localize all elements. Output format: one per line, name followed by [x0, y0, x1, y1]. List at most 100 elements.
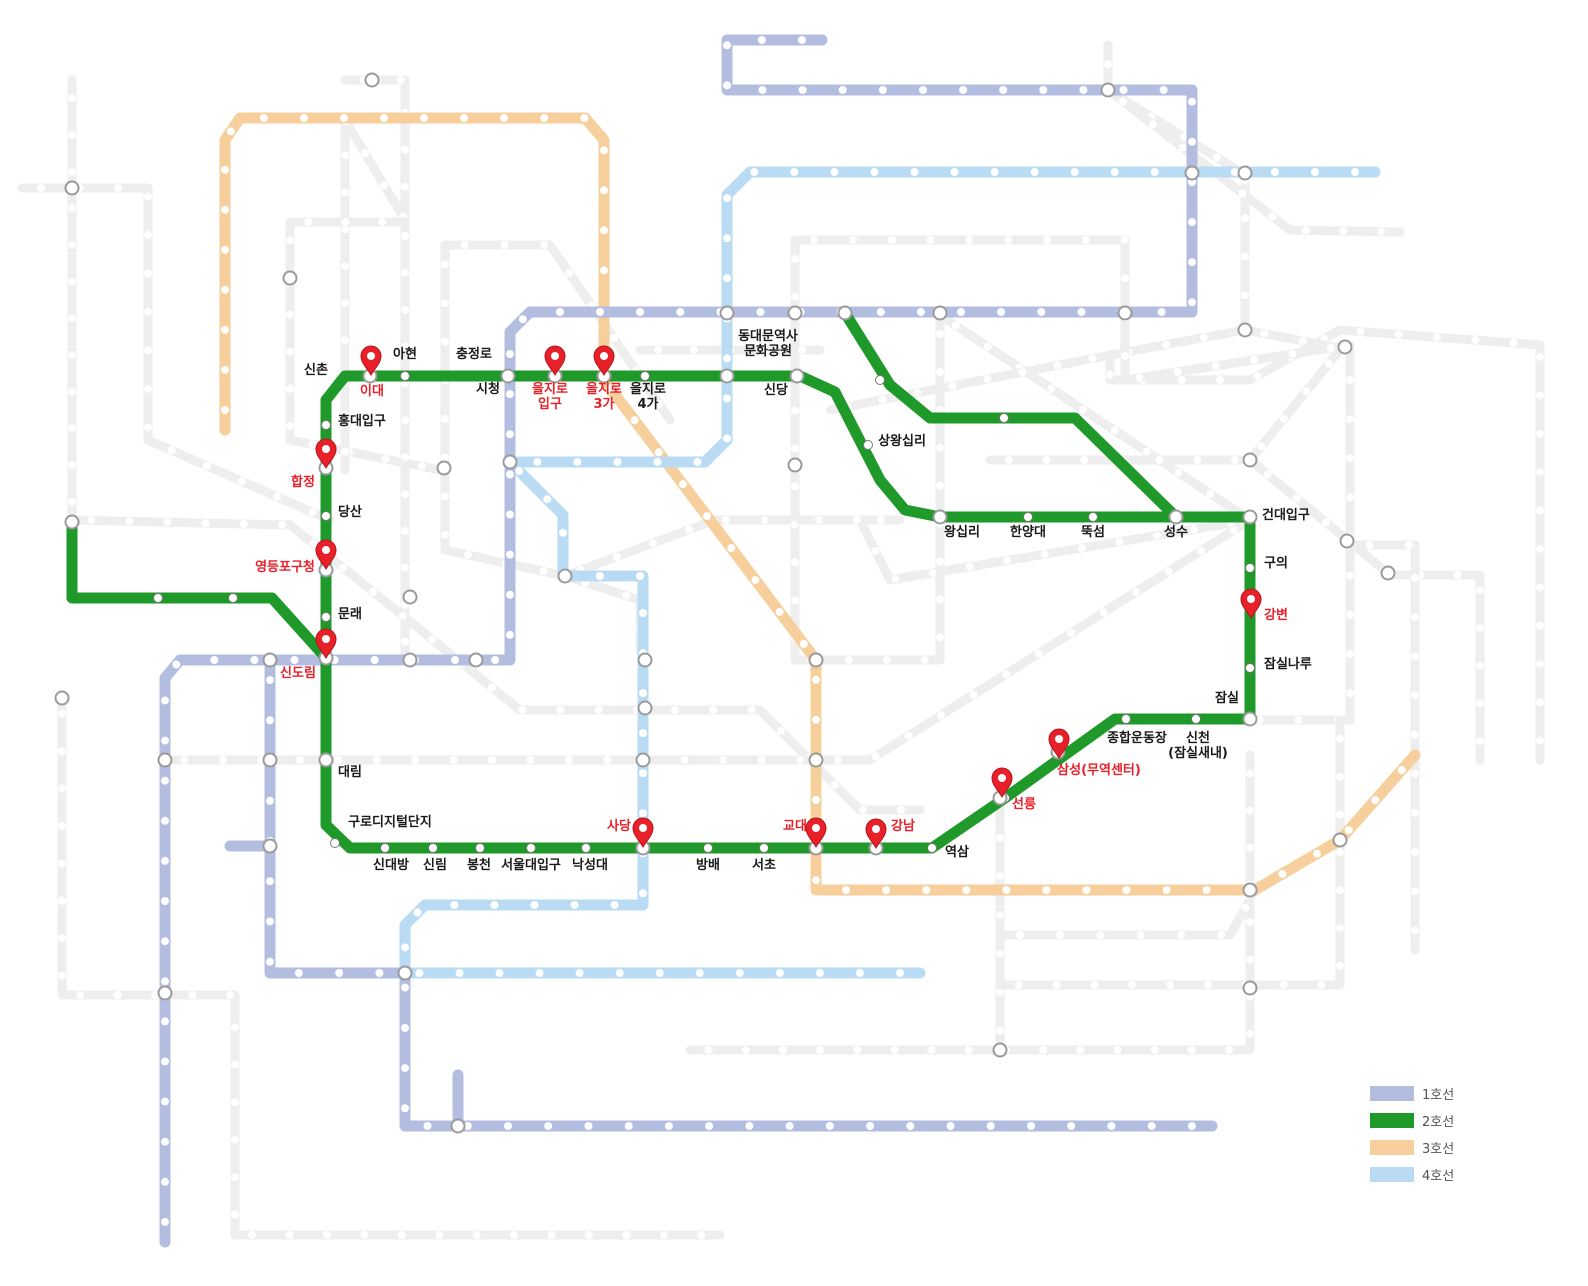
map-pin-icon[interactable]	[805, 817, 827, 849]
station-dot	[878, 86, 887, 94]
station-label-konkuk[interactable]: 건대입구	[1262, 507, 1310, 523]
map-pin-icon[interactable]	[632, 817, 654, 849]
station-label-sindorim[interactable]: 신도림	[280, 666, 316, 681]
station-label-ttukseom[interactable]: 뚝섬	[1081, 525, 1105, 540]
station-dot	[1536, 468, 1544, 477]
station-dot	[250, 656, 259, 664]
station-label-mullae[interactable]: 문래	[338, 607, 362, 622]
station-dot	[490, 901, 499, 909]
station-dot	[1082, 886, 1091, 894]
map-pin-icon[interactable]	[315, 628, 337, 660]
station-dot	[1080, 456, 1089, 464]
transfer-station-marker	[1337, 339, 1353, 355]
map-pin-icon[interactable]	[991, 767, 1013, 799]
station-label-bangbae[interactable]: 방배	[696, 857, 720, 873]
station-dot	[161, 856, 169, 865]
station-dot	[441, 414, 449, 423]
station-dot	[858, 806, 867, 814]
map-pin-icon[interactable]	[593, 345, 615, 377]
legend-swatch-line-2	[1370, 1113, 1414, 1128]
station-dot	[449, 756, 458, 764]
line-2-station-dot	[380, 843, 390, 853]
station-dot	[1077, 308, 1086, 316]
station-dot	[664, 1122, 673, 1130]
station-dot	[420, 114, 428, 122]
station-label-sindang[interactable]: 신당	[764, 382, 788, 398]
station-dot	[1346, 493, 1354, 502]
station-dot	[659, 1231, 668, 1239]
station-label-hongik[interactable]: 홍대입구	[338, 413, 386, 429]
station-label-sports[interactable]: 종합운동장	[1107, 730, 1167, 746]
station-dot	[530, 901, 539, 909]
station-dot	[1411, 573, 1419, 582]
station-dot	[965, 236, 974, 244]
station-dot	[401, 1023, 409, 1032]
map-pin-icon[interactable]	[1240, 588, 1262, 620]
map-pin-icon[interactable]	[315, 438, 337, 470]
transfer-station-marker	[635, 752, 651, 768]
station-label-ydp[interactable]: 영등포구청	[255, 559, 315, 575]
station-label-sillim[interactable]: 신림	[423, 858, 447, 873]
station-label-ewha[interactable]: 이대	[360, 383, 384, 399]
station-dot	[966, 562, 974, 571]
map-pin-icon[interactable]	[544, 345, 566, 377]
station-label-daerim[interactable]: 대림	[338, 765, 362, 780]
line-2-station-dot	[153, 593, 163, 603]
station-label-jamsillaru[interactable]: 잠실나루	[1264, 656, 1312, 672]
station-label-snu[interactable]: 서울대입구	[501, 857, 561, 873]
map-pin-icon[interactable]	[315, 539, 337, 571]
station-label-dangsan[interactable]: 당산	[338, 504, 362, 520]
map-pin-icon[interactable]	[865, 818, 887, 850]
station-dot	[983, 342, 992, 351]
station-dot	[506, 510, 514, 519]
station-dot	[286, 384, 294, 393]
station-label-samseong[interactable]: 삼성(무역센터)	[1057, 762, 1141, 778]
station-label-sindaebang[interactable]: 신대방	[373, 857, 409, 873]
station-dot	[838, 86, 847, 94]
station-dot	[1536, 621, 1544, 630]
legend-label: 3호선	[1422, 1142, 1455, 1157]
station-label-sangwangsimni[interactable]: 상왕십리	[878, 433, 926, 449]
station-dot	[1039, 86, 1048, 94]
station-dot	[68, 167, 76, 176]
station-dot	[161, 1217, 169, 1226]
station-dot	[1179, 133, 1188, 142]
station-label-sinchon[interactable]: 신촌	[304, 363, 328, 378]
station-label-ahyeon[interactable]: 아현	[393, 346, 417, 362]
station-dot	[401, 268, 409, 277]
station-label-guro[interactable]: 구로디지털단지	[348, 814, 432, 830]
station-label-bongcheon[interactable]: 봉천	[467, 858, 491, 873]
station-label-sadang[interactable]: 사당	[607, 818, 631, 834]
station-label-sincheon[interactable]: 신천(잠실새내)	[1168, 731, 1228, 761]
station-label-yeoksam[interactable]: 역삼	[945, 844, 969, 860]
other-line-segment	[57, 690, 725, 1240]
station-label-seolleung[interactable]: 선릉	[1012, 796, 1036, 812]
station-label-guui[interactable]: 구의	[1264, 555, 1288, 571]
line-2-station-dot	[321, 511, 331, 521]
map-pin-icon[interactable]	[360, 345, 382, 377]
station-dot	[580, 114, 589, 122]
station-label-gangbyeon[interactable]: 강변	[1264, 607, 1288, 623]
transfer-station-marker	[787, 305, 803, 321]
station-dot	[1128, 981, 1137, 989]
station-dot	[636, 572, 644, 580]
line-2-station-dot	[321, 420, 331, 430]
station-dot	[1336, 810, 1344, 819]
station-label-hanyang[interactable]: 한양대	[1010, 524, 1046, 540]
station-label-chungjeongno[interactable]: 충정로	[456, 346, 492, 362]
station-label-gyodae[interactable]: 교대	[783, 819, 807, 834]
station-label-jamsil[interactable]: 잠실	[1215, 690, 1239, 706]
station-label-gangnam[interactable]: 강남	[891, 818, 915, 834]
map-pin-icon[interactable]	[1048, 728, 1070, 760]
station-label-seongsu[interactable]: 성수	[1164, 525, 1188, 540]
station-label-hapjeong[interactable]: 합정	[291, 474, 315, 490]
station-label-cityhall[interactable]: 시청	[476, 381, 500, 397]
station-dot	[1257, 442, 1266, 451]
station-label-seocho[interactable]: 서초	[752, 858, 776, 873]
station-label-nakseongdae[interactable]: 낙성대	[572, 857, 608, 873]
station-label-wangsimni[interactable]: 왕십리	[944, 524, 980, 540]
